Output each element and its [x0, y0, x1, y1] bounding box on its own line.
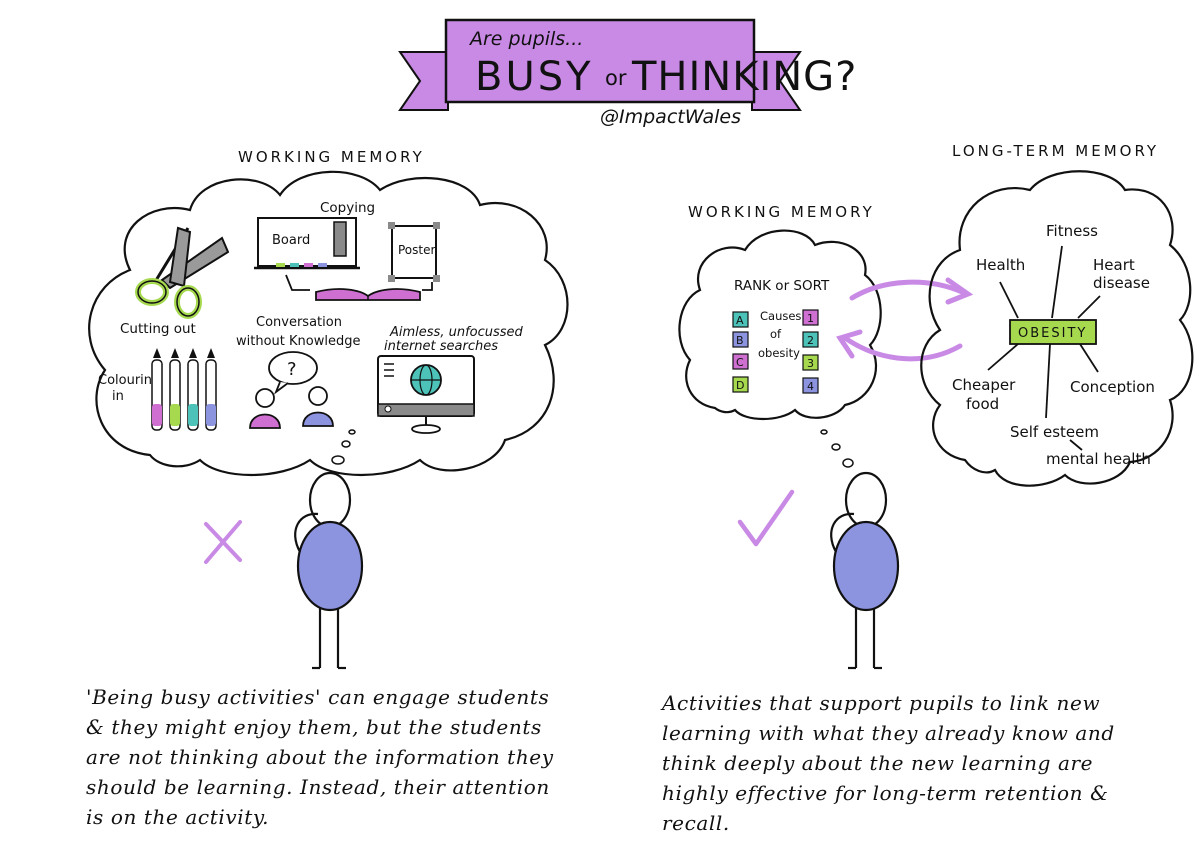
fitness-label: Fitness: [1046, 222, 1098, 240]
conversation-label-2: without Knowledge: [236, 334, 360, 349]
arrow-board-to-book: [286, 275, 310, 290]
letter-card-d: D: [736, 379, 744, 392]
arrow-book-to-poster: [422, 282, 432, 290]
poster-label: Poster: [398, 243, 435, 257]
right-working-memory-heading: WORKING MEMORY: [688, 203, 875, 221]
board-label: Board: [272, 233, 310, 248]
colouring-label-1: Colouring: [98, 373, 160, 388]
thought-dots-left: [332, 430, 355, 464]
person-icon-magenta: [250, 389, 280, 428]
obesity-node: OBESITY: [1010, 320, 1096, 344]
number-card-1: 1: [807, 312, 814, 325]
letter-cards: A B C D: [733, 312, 748, 392]
colouring-pens-icon: [152, 348, 216, 430]
banner-handle: @ImpactWales: [600, 106, 741, 128]
obesity-label: OBESITY: [1018, 326, 1087, 341]
whiteboard-icon: Board: [254, 218, 360, 268]
left-working-memory-heading: WORKING MEMORY: [238, 148, 425, 166]
computer-monitor-icon: [378, 356, 474, 433]
banner-or: or: [605, 66, 627, 90]
number-card-4: 4: [807, 380, 814, 393]
heart-label-2: disease: [1093, 274, 1150, 292]
letter-card-c: C: [736, 356, 744, 369]
title-banner: Are pupils... BUSY or THINKING? @ImpactW…: [400, 20, 857, 128]
number-card-3: 3: [807, 357, 814, 370]
aimless-label-1: Aimless, unfocussed: [389, 325, 524, 340]
letter-card-a: A: [736, 314, 744, 327]
mind-map-links: [988, 246, 1100, 450]
copying-label: Copying: [320, 200, 375, 216]
banner-line1: Are pupils...: [468, 28, 583, 50]
heart-label-1: Heart: [1093, 256, 1135, 274]
scissors-icon: [138, 228, 228, 316]
open-book-icon: [316, 289, 420, 300]
mental-health-label: mental health: [1046, 450, 1151, 468]
causes-label-1: Causes: [760, 309, 801, 323]
health-label: Health: [976, 256, 1025, 274]
causes-label-3: obesity: [758, 346, 800, 360]
aimless-label-2: internet searches: [384, 339, 498, 354]
stick-figure-right: [831, 473, 898, 668]
cheaper-label-1: Cheaper: [952, 376, 1016, 394]
letter-card-b: B: [736, 334, 744, 347]
poster-icon: Poster: [388, 222, 440, 282]
colouring-label-2: in: [112, 389, 124, 404]
thought-dots-right: [821, 430, 853, 467]
conversation-label-1: Conversation: [256, 315, 342, 330]
long-term-memory-heading: LONG-TERM MEMORY: [952, 142, 1159, 160]
self-esteem-label: Self esteem: [1010, 423, 1099, 441]
cutting-out-label: Cutting out: [120, 321, 196, 337]
conception-label: Conception: [1070, 378, 1155, 396]
number-card-2: 2: [807, 334, 814, 347]
causes-label-2: of: [770, 327, 782, 341]
right-working-memory-cloud: [679, 231, 880, 419]
cheaper-label-2: food: [966, 395, 999, 413]
exchange-arrows: [840, 280, 968, 359]
cross-mark-icon: [206, 522, 240, 562]
speech-bubble-icon: ?: [269, 352, 317, 392]
person-icon-blue: [303, 387, 333, 426]
banner-thinking: THINKING?: [631, 54, 857, 100]
check-mark-icon: [740, 492, 792, 544]
number-cards: 1 2 3 4: [803, 310, 818, 393]
banner-busy: BUSY: [475, 54, 594, 100]
left-caption: 'Being busy activities' can engage stude…: [86, 682, 556, 832]
stick-figure-left: [295, 473, 362, 668]
right-caption: Activities that support pupils to link n…: [662, 688, 1152, 838]
question-mark: ?: [287, 359, 297, 380]
rank-or-sort-title: RANK or SORT: [734, 278, 830, 294]
